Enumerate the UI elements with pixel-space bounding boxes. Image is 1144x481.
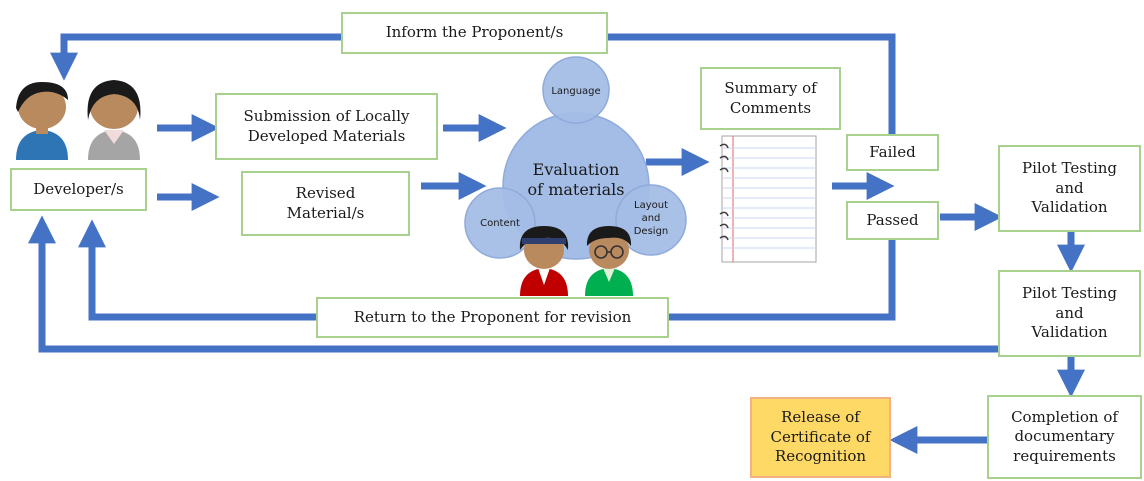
submission-box: Submission of Locally Developed Material… [215,93,438,160]
arrow-pilot2-to-developer [28,215,1000,353]
language-circle [542,56,610,124]
summary-comments-box: Summary of Comments [700,67,841,130]
notepad-icon [719,135,817,263]
content-label: Content [480,218,520,229]
person-female-icon [87,80,141,160]
layout-design-label-1: Layout [634,200,668,211]
layout-design-label-3: Design [634,226,669,237]
release-certificate-box: Release of Certificate of Recognition [750,397,891,478]
person-evaluator-glasses-icon [585,226,633,296]
layout-design-label-2: and [642,213,661,224]
passed-box: Passed [846,201,939,240]
revised-material-box: Revised Material/s [241,171,410,236]
return-proponent-box: Return to the Proponent for revision [316,297,669,338]
evaluation-title-line-2: of materials [528,180,625,199]
language-label: Language [551,86,600,97]
failed-box: Failed [846,134,939,171]
layout-design-circle [615,184,687,256]
pilot-testing-box-2: Pilot Testing and Validation [998,270,1141,357]
developer-box: Developer/s [10,168,147,211]
completion-box: Completion of documentary requirements [987,395,1142,479]
evaluation-cluster: Language Content Layout and Design Evalu… [464,56,687,260]
inform-proponent-box: Inform the Proponent/s [341,12,608,54]
person-evaluator-icon [519,226,569,296]
content-circle [464,187,536,259]
evaluation-title-line-1: Evaluation [533,160,620,179]
person-male-icon [16,82,68,160]
pilot-testing-box-1: Pilot Testing and Validation [998,145,1141,232]
